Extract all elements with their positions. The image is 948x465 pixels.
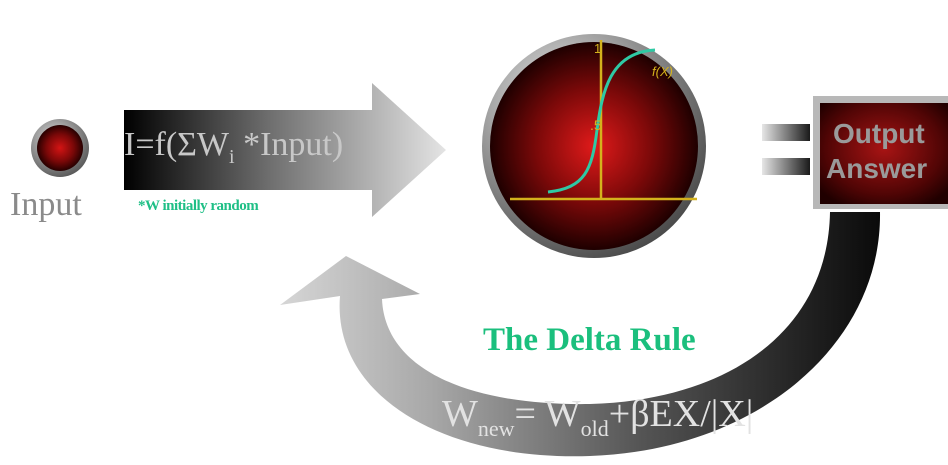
update-old-sub: old [581,416,609,441]
equals-bar-bottom [762,158,810,175]
graph-tick-one: 1 [594,41,601,56]
equals-bar-top [762,124,810,141]
output-label-line2: Answer [826,153,927,185]
update-equals: = W [515,393,581,435]
input-label: Input [10,186,82,224]
update-w: W [442,393,478,435]
formula-prefix: I=f(ΣW [124,126,229,163]
update-new-sub: new [478,416,515,441]
weights-note: *W initially random [138,198,258,215]
formula-suffix: *Input) [235,126,344,163]
graph-curve-label: f(X) [652,64,673,79]
graph-tick-half: .5 [590,117,602,133]
output-label-line1: Output [833,118,925,150]
input-node [31,119,89,177]
weight-update-formula: Wnew= Wold+βEX/|X| [442,392,753,436]
activation-formula: I=f(ΣWi *Input) [124,126,343,164]
update-rest: +βEX/|X| [609,393,754,435]
formula-subscript: i [229,146,235,168]
delta-rule-title: The Delta Rule [483,322,696,359]
